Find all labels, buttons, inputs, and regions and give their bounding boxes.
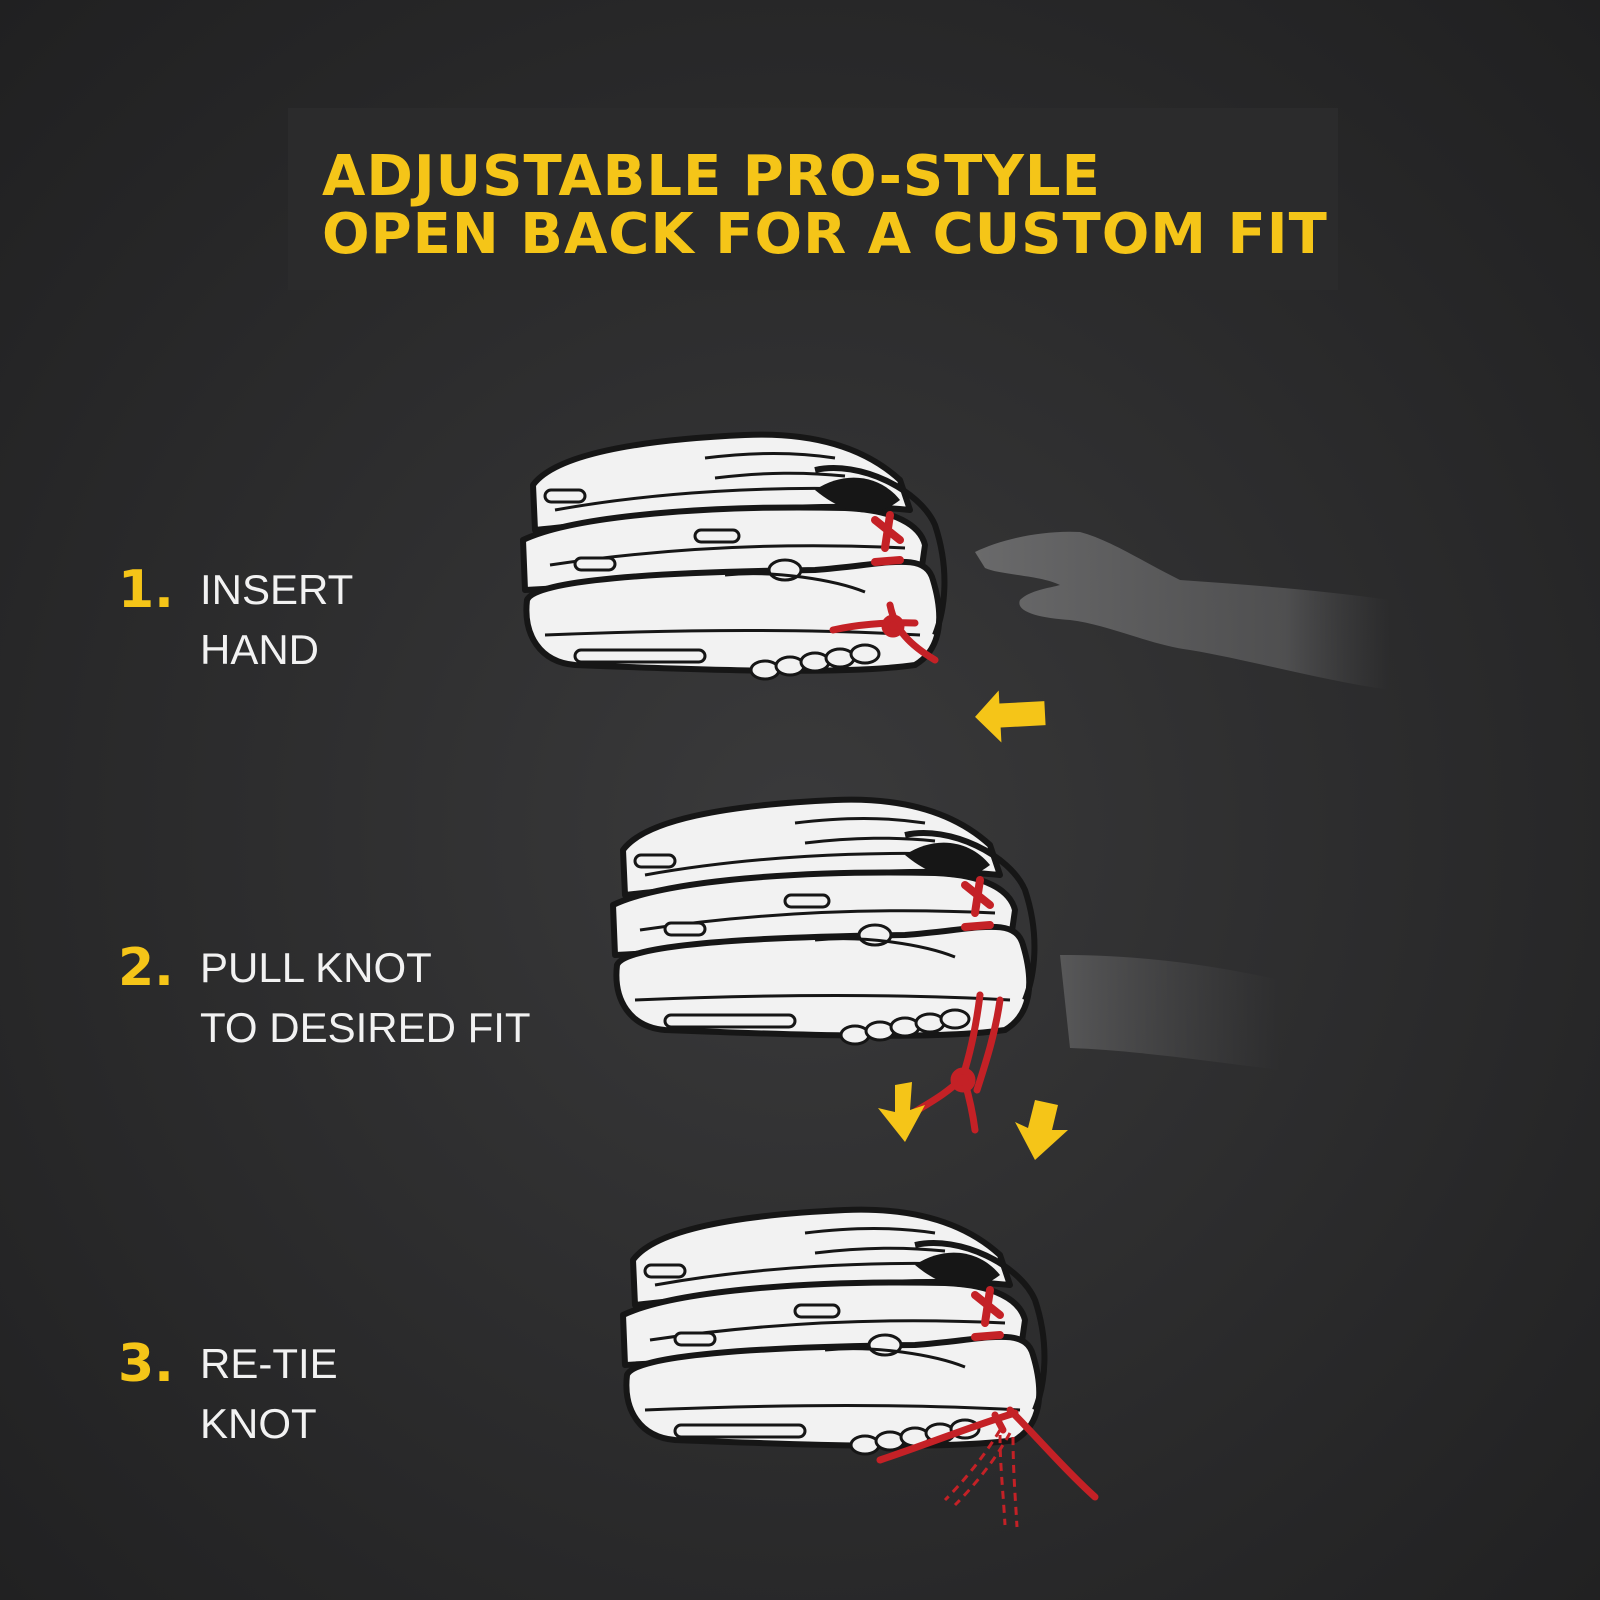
step-2-line-2: TO DESIRED FIT [200,1004,531,1051]
step-1-line-2: HAND [200,626,320,673]
step-3-label: RE-TIE KNOT [200,1334,338,1454]
step-1-number: 1. [118,560,174,620]
glove-illustration-step-1 [523,435,944,679]
arrow-down-icon-2 [1015,1100,1068,1160]
step-2-number: 2. [118,938,174,998]
glove-illustration-step-2 [613,800,1034,1134]
step-2-line-1: PULL KNOT [200,944,432,991]
step-3-line-2: KNOT [200,1400,317,1447]
step-3-line-1: RE-TIE [200,1340,338,1387]
title-backdrop [288,108,1338,290]
hand-silhouette [975,531,1390,690]
glove-illustration-step-3 [623,1210,1099,1528]
step-1-line-1: INSERT [200,566,354,613]
arrow-down-icon [878,1082,925,1142]
step-2-label: PULL KNOT TO DESIRED FIT [200,938,531,1058]
hand-silhouette-2 [1060,955,1280,1070]
arrow-left-icon [975,690,1046,743]
page-title: ADJUSTABLE PRO-STYLE OPEN BACK FOR A CUS… [322,148,1328,264]
step-1-label: INSERT HAND [200,560,353,680]
step-3-number: 3. [118,1334,174,1394]
title-line-2: OPEN BACK FOR A CUSTOM FIT [322,202,1328,267]
title-line-1: ADJUSTABLE PRO-STYLE [322,144,1101,209]
